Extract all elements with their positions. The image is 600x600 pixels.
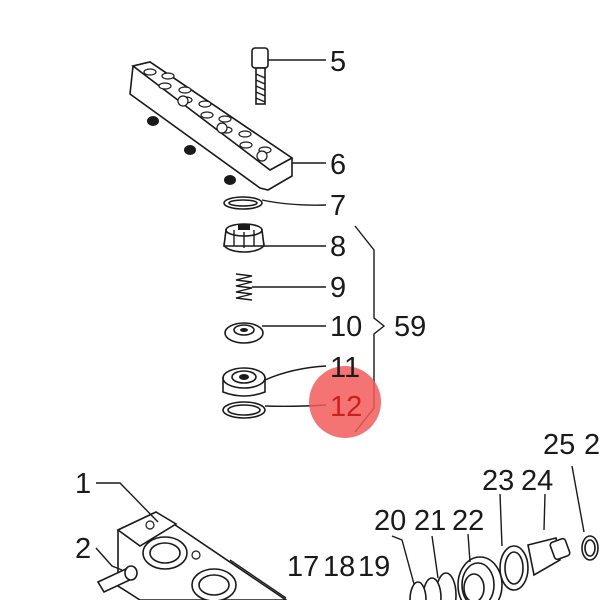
part-9-spring bbox=[235, 273, 253, 301]
label-9[interactable]: 9 bbox=[330, 272, 346, 304]
label-25[interactable]: 25 bbox=[543, 429, 575, 461]
label-1[interactable]: 1 bbox=[75, 468, 91, 500]
parts-17-26-assembly bbox=[409, 535, 599, 600]
part-6-valve-plate bbox=[129, 61, 294, 191]
label-24[interactable]: 24 bbox=[521, 465, 553, 497]
part-7-o-ring bbox=[223, 196, 263, 210]
label-23[interactable]: 23 bbox=[482, 465, 514, 497]
label-18[interactable]: 18 bbox=[323, 551, 355, 583]
label-8[interactable]: 8 bbox=[330, 231, 346, 263]
leader-lines-lower bbox=[95, 465, 585, 585]
label-19[interactable]: 19 bbox=[358, 551, 390, 583]
label-22[interactable]: 22 bbox=[452, 505, 484, 537]
label-2[interactable]: 2 bbox=[75, 533, 91, 565]
label-7[interactable]: 7 bbox=[330, 190, 346, 222]
part-11-valve-seat bbox=[222, 367, 266, 397]
part-10-valve-disc bbox=[224, 322, 264, 344]
part-1-pump-housing bbox=[116, 511, 288, 600]
label-17[interactable]: 17 bbox=[287, 551, 319, 583]
label-20[interactable]: 20 bbox=[374, 505, 406, 537]
label-21[interactable]: 21 bbox=[414, 505, 446, 537]
callout-labels: 5 6 7 8 9 10 59 11 12 1 2 17 18 19 20 21… bbox=[75, 46, 600, 583]
part-5-screw bbox=[251, 47, 269, 105]
label-11[interactable]: 11 bbox=[330, 352, 360, 384]
part-12-o-ring bbox=[222, 401, 266, 419]
label-6[interactable]: 6 bbox=[330, 149, 346, 181]
part-8-valve-cage bbox=[223, 223, 265, 253]
label-10[interactable]: 10 bbox=[330, 311, 362, 343]
label-12[interactable]: 12 bbox=[330, 391, 362, 423]
part-2-bolt bbox=[96, 565, 138, 594]
label-5[interactable]: 5 bbox=[330, 46, 346, 78]
label-26[interactable]: 2 bbox=[584, 429, 600, 461]
selected-part-highlight[interactable] bbox=[309, 366, 381, 438]
label-59[interactable]: 59 bbox=[394, 311, 426, 343]
